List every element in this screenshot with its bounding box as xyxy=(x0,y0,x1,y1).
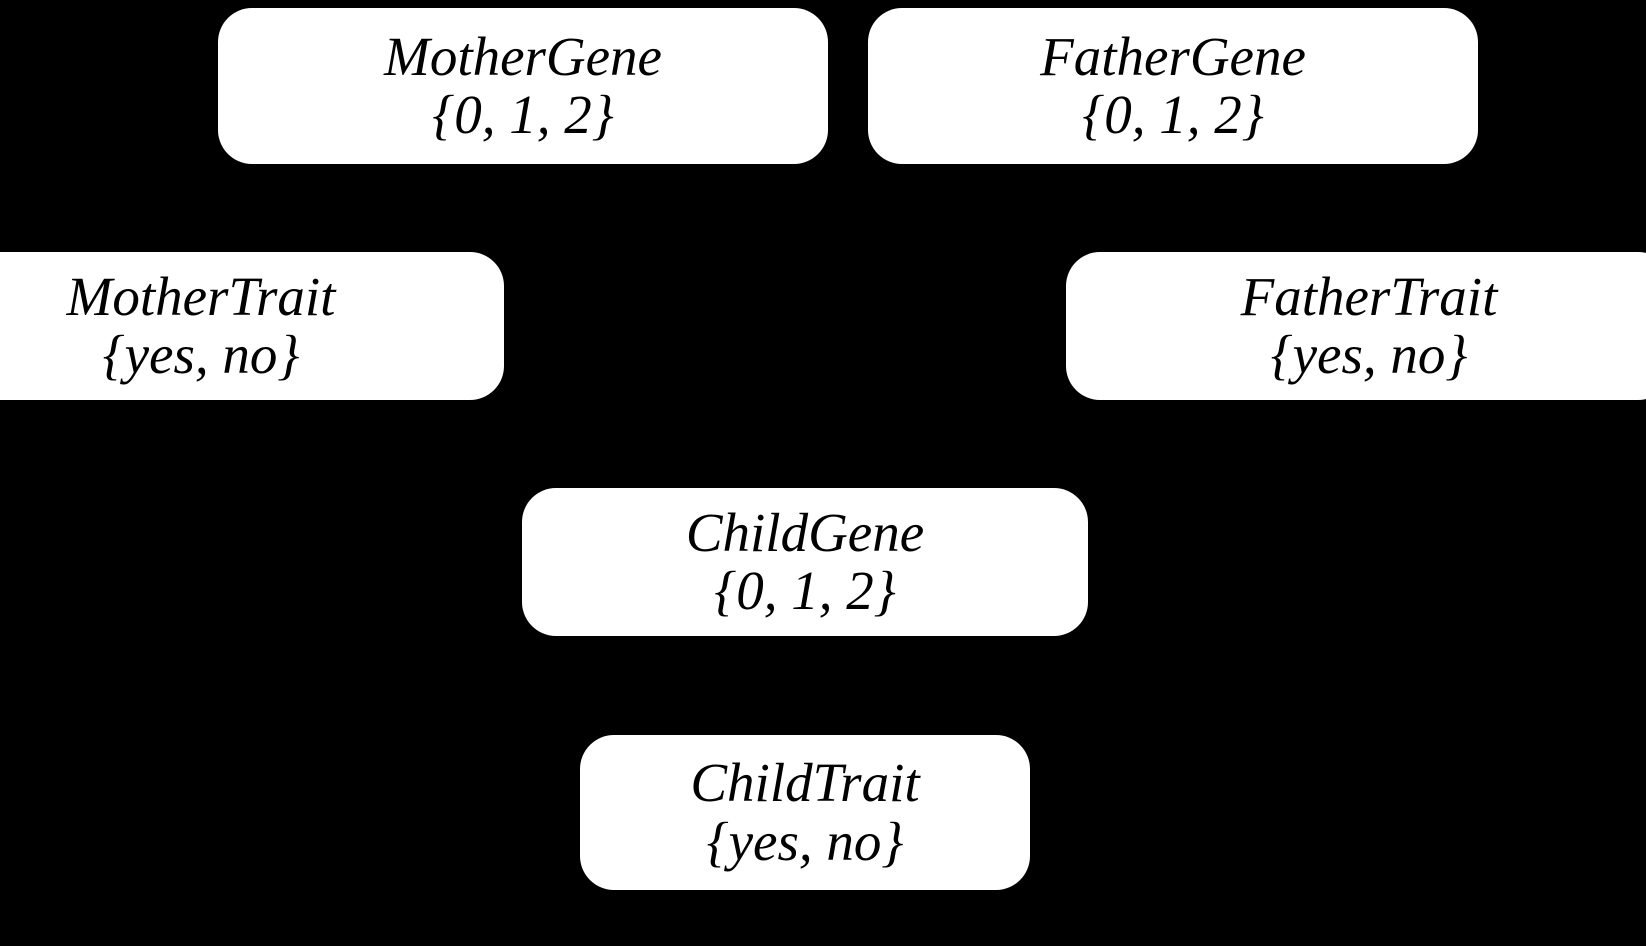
node-child-trait[interactable]: ChildTrait {yes, no} xyxy=(580,735,1030,890)
node-father-gene-label: FatherGene xyxy=(1040,25,1306,87)
node-child-gene-domain: {0, 1, 2} xyxy=(714,560,896,621)
node-father-gene[interactable]: FatherGene {0, 1, 2} xyxy=(868,8,1478,164)
node-child-trait-domain: {yes, no} xyxy=(706,810,904,872)
node-child-trait-label: ChildTrait xyxy=(690,752,920,814)
node-mother-gene-domain: {0, 1, 2} xyxy=(432,84,614,145)
node-mother-gene-label: MotherGene xyxy=(384,25,662,87)
node-father-gene-domain: {0, 1, 2} xyxy=(1082,84,1264,145)
node-child-gene-label: ChildGene xyxy=(685,501,925,563)
node-mother-trait-domain: {yes, no} xyxy=(102,324,300,385)
node-father-trait[interactable]: FatherTrait {yes, no} xyxy=(1066,252,1646,400)
node-mother-trait-label: MotherTrait xyxy=(66,265,336,327)
node-father-trait-domain: {yes, no} xyxy=(1270,324,1468,385)
node-child-gene[interactable]: ChildGene {0, 1, 2} xyxy=(522,488,1088,636)
node-mother-trait[interactable]: MotherTrait {yes, no} xyxy=(0,252,504,400)
node-mother-gene[interactable]: MotherGene {0, 1, 2} xyxy=(218,8,828,164)
node-father-trait-label: FatherTrait xyxy=(1240,265,1498,327)
